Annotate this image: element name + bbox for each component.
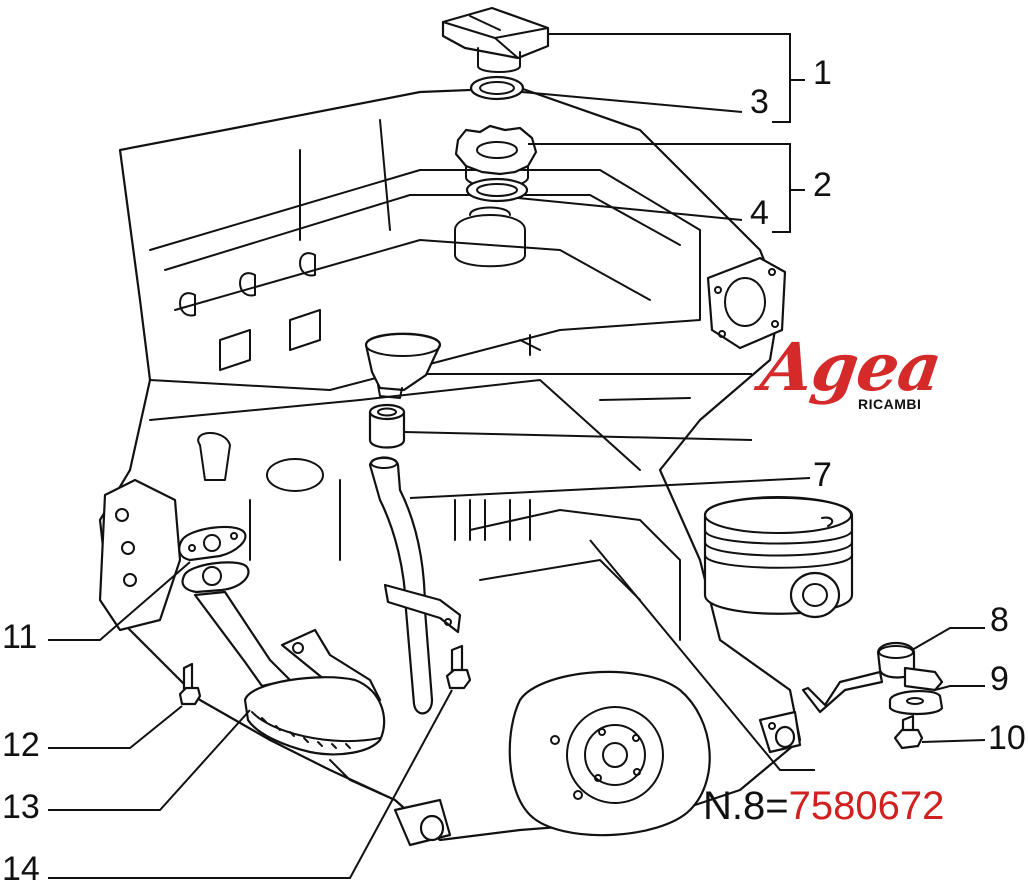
leader-lines	[48, 33, 986, 879]
part-oil-pickup-strainer	[193, 590, 386, 756]
note-prefix: N.8=	[703, 784, 789, 828]
callout-2: 2	[813, 166, 832, 204]
callout-3: 3	[750, 83, 769, 121]
part-neck-gasket	[465, 177, 529, 203]
logo-brand-text: Agea	[756, 328, 946, 406]
engine-block	[98, 86, 802, 847]
part-oil-jet-nozzle	[801, 641, 944, 714]
part-nozzle-washer	[888, 690, 944, 716]
callout-1: 1	[813, 54, 832, 92]
part-cap-seal-ring	[469, 75, 525, 101]
part-oil-filler-cap	[441, 6, 550, 73]
part-stud-left	[178, 662, 202, 706]
callout-9: 9	[990, 660, 1009, 698]
callout-7: 7	[813, 456, 832, 494]
callout-14: 14	[2, 850, 40, 882]
part-stud-right	[445, 644, 472, 690]
callout-labels: 1 3 2 4 7 8 9 10 11 12 13 14	[2, 54, 1026, 882]
part-number-note: N.8=7580672	[703, 784, 944, 829]
callout-11: 11	[2, 618, 37, 656]
logo-subtitle-text: RICAMBI	[858, 396, 922, 412]
callout-12: 12	[2, 726, 40, 764]
part-pickup-gasket-lower	[181, 561, 250, 594]
agea-ricambi-logo: Agea RICAMBI	[757, 328, 946, 426]
part-dipstick-tube	[368, 456, 462, 715]
piston	[703, 496, 854, 619]
callout-13: 13	[2, 788, 40, 826]
part-filler-neck-ring	[454, 124, 538, 188]
callout-4: 4	[750, 194, 769, 232]
callout-10: 10	[988, 719, 1026, 757]
note-part-number: 7580672	[788, 784, 945, 828]
callout-8: 8	[990, 601, 1009, 639]
part-pickup-gasket-upper	[178, 525, 247, 562]
part-nozzle-bolt	[893, 714, 924, 750]
part-breather-sleeve	[368, 403, 406, 449]
part-breather-funnel	[364, 332, 442, 399]
